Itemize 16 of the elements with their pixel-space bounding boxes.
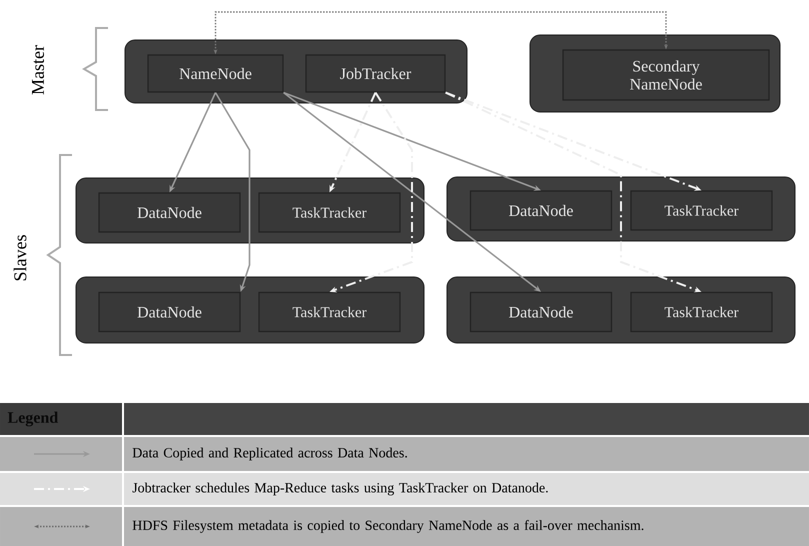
- component-box: DataNode: [98, 192, 241, 233]
- component-box: DataNode: [470, 292, 612, 332]
- component-box: DataNode: [98, 292, 241, 332]
- component-box: JobTracker: [305, 54, 446, 93]
- legend-text: HDFS Filesystem metadata is copied to Secondary NameNode as a fail-over mechanism.: [124, 507, 809, 546]
- legend-text: Data Copied and Replicated across Data Nodes.: [124, 437, 809, 471]
- component-box: Secondary NameNode: [562, 49, 770, 101]
- side-label: Slaves: [14, 235, 26, 280]
- component-box: DataNode: [470, 190, 612, 231]
- component-box: NameNode: [147, 54, 284, 93]
- side-label: Master: [32, 45, 44, 94]
- legend-text: Jobtracker schedules Map-Reduce tasks using TaskTracker on Datanode.: [124, 473, 809, 505]
- component-box: TaskTracker: [630, 292, 773, 332]
- component-box: TaskTracker: [258, 292, 401, 332]
- component-box: TaskTracker: [258, 192, 401, 233]
- component-box: TaskTracker: [630, 190, 773, 231]
